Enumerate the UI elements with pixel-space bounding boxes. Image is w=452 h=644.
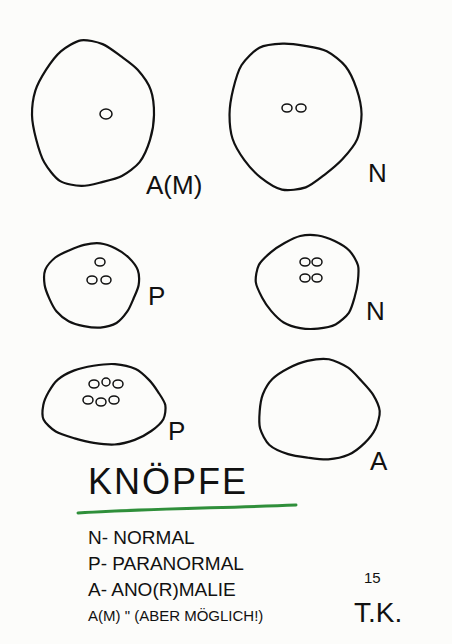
- button-shape: A(M): [28, 40, 156, 190]
- button-hole: [102, 378, 110, 386]
- button-outline: [255, 232, 363, 332]
- button-shape: N: [255, 232, 363, 332]
- category-letter: P: [168, 418, 185, 444]
- button-hole: [100, 109, 112, 119]
- button-outline: [42, 240, 142, 330]
- legend-note: A- ANO(R)MALIE: [88, 580, 236, 601]
- button-hole: [312, 258, 322, 266]
- button-outline: [225, 38, 363, 190]
- button-hole: [87, 276, 97, 284]
- button-rim: [43, 364, 166, 445]
- button-hole: [113, 380, 123, 388]
- button-rim: [230, 44, 362, 190]
- button-shape: P: [42, 240, 142, 330]
- title-heading: KNÖPFE: [88, 464, 248, 500]
- category-letter: P: [148, 283, 165, 309]
- button-outline: [28, 40, 156, 190]
- legend-note: T.K.: [354, 598, 402, 629]
- button-rim: [256, 235, 359, 329]
- legend-note: 15: [364, 570, 381, 587]
- title-underline: [78, 505, 296, 513]
- button-hole: [282, 104, 292, 112]
- button-hole: [96, 398, 106, 406]
- button-shape: P: [40, 362, 168, 448]
- button-hole: [89, 380, 99, 388]
- button-rim: [259, 359, 379, 459]
- button-shape: A: [255, 358, 381, 464]
- button-hole: [83, 396, 93, 404]
- button-rim: [44, 243, 139, 327]
- button-outline: [255, 358, 381, 464]
- category-letter: A: [370, 448, 387, 474]
- button-hole: [312, 274, 322, 282]
- legend-note: P- PARANORMAL: [88, 554, 244, 575]
- button-hole: [109, 396, 119, 404]
- button-hole: [101, 276, 111, 284]
- button-hole: [300, 258, 310, 266]
- legend-note: A(M) " (ABER MÖGLICH!): [88, 608, 263, 625]
- category-letter: N: [366, 298, 385, 324]
- button-hole: [296, 104, 306, 112]
- category-letter: A(M): [146, 172, 202, 198]
- legend-note: N- NORMAL: [88, 528, 195, 549]
- button-shape: N: [225, 38, 363, 190]
- button-outline: [40, 362, 168, 448]
- button-hole: [95, 258, 105, 266]
- button-rim: [32, 40, 154, 186]
- category-letter: N: [368, 160, 387, 186]
- button-hole: [300, 274, 310, 282]
